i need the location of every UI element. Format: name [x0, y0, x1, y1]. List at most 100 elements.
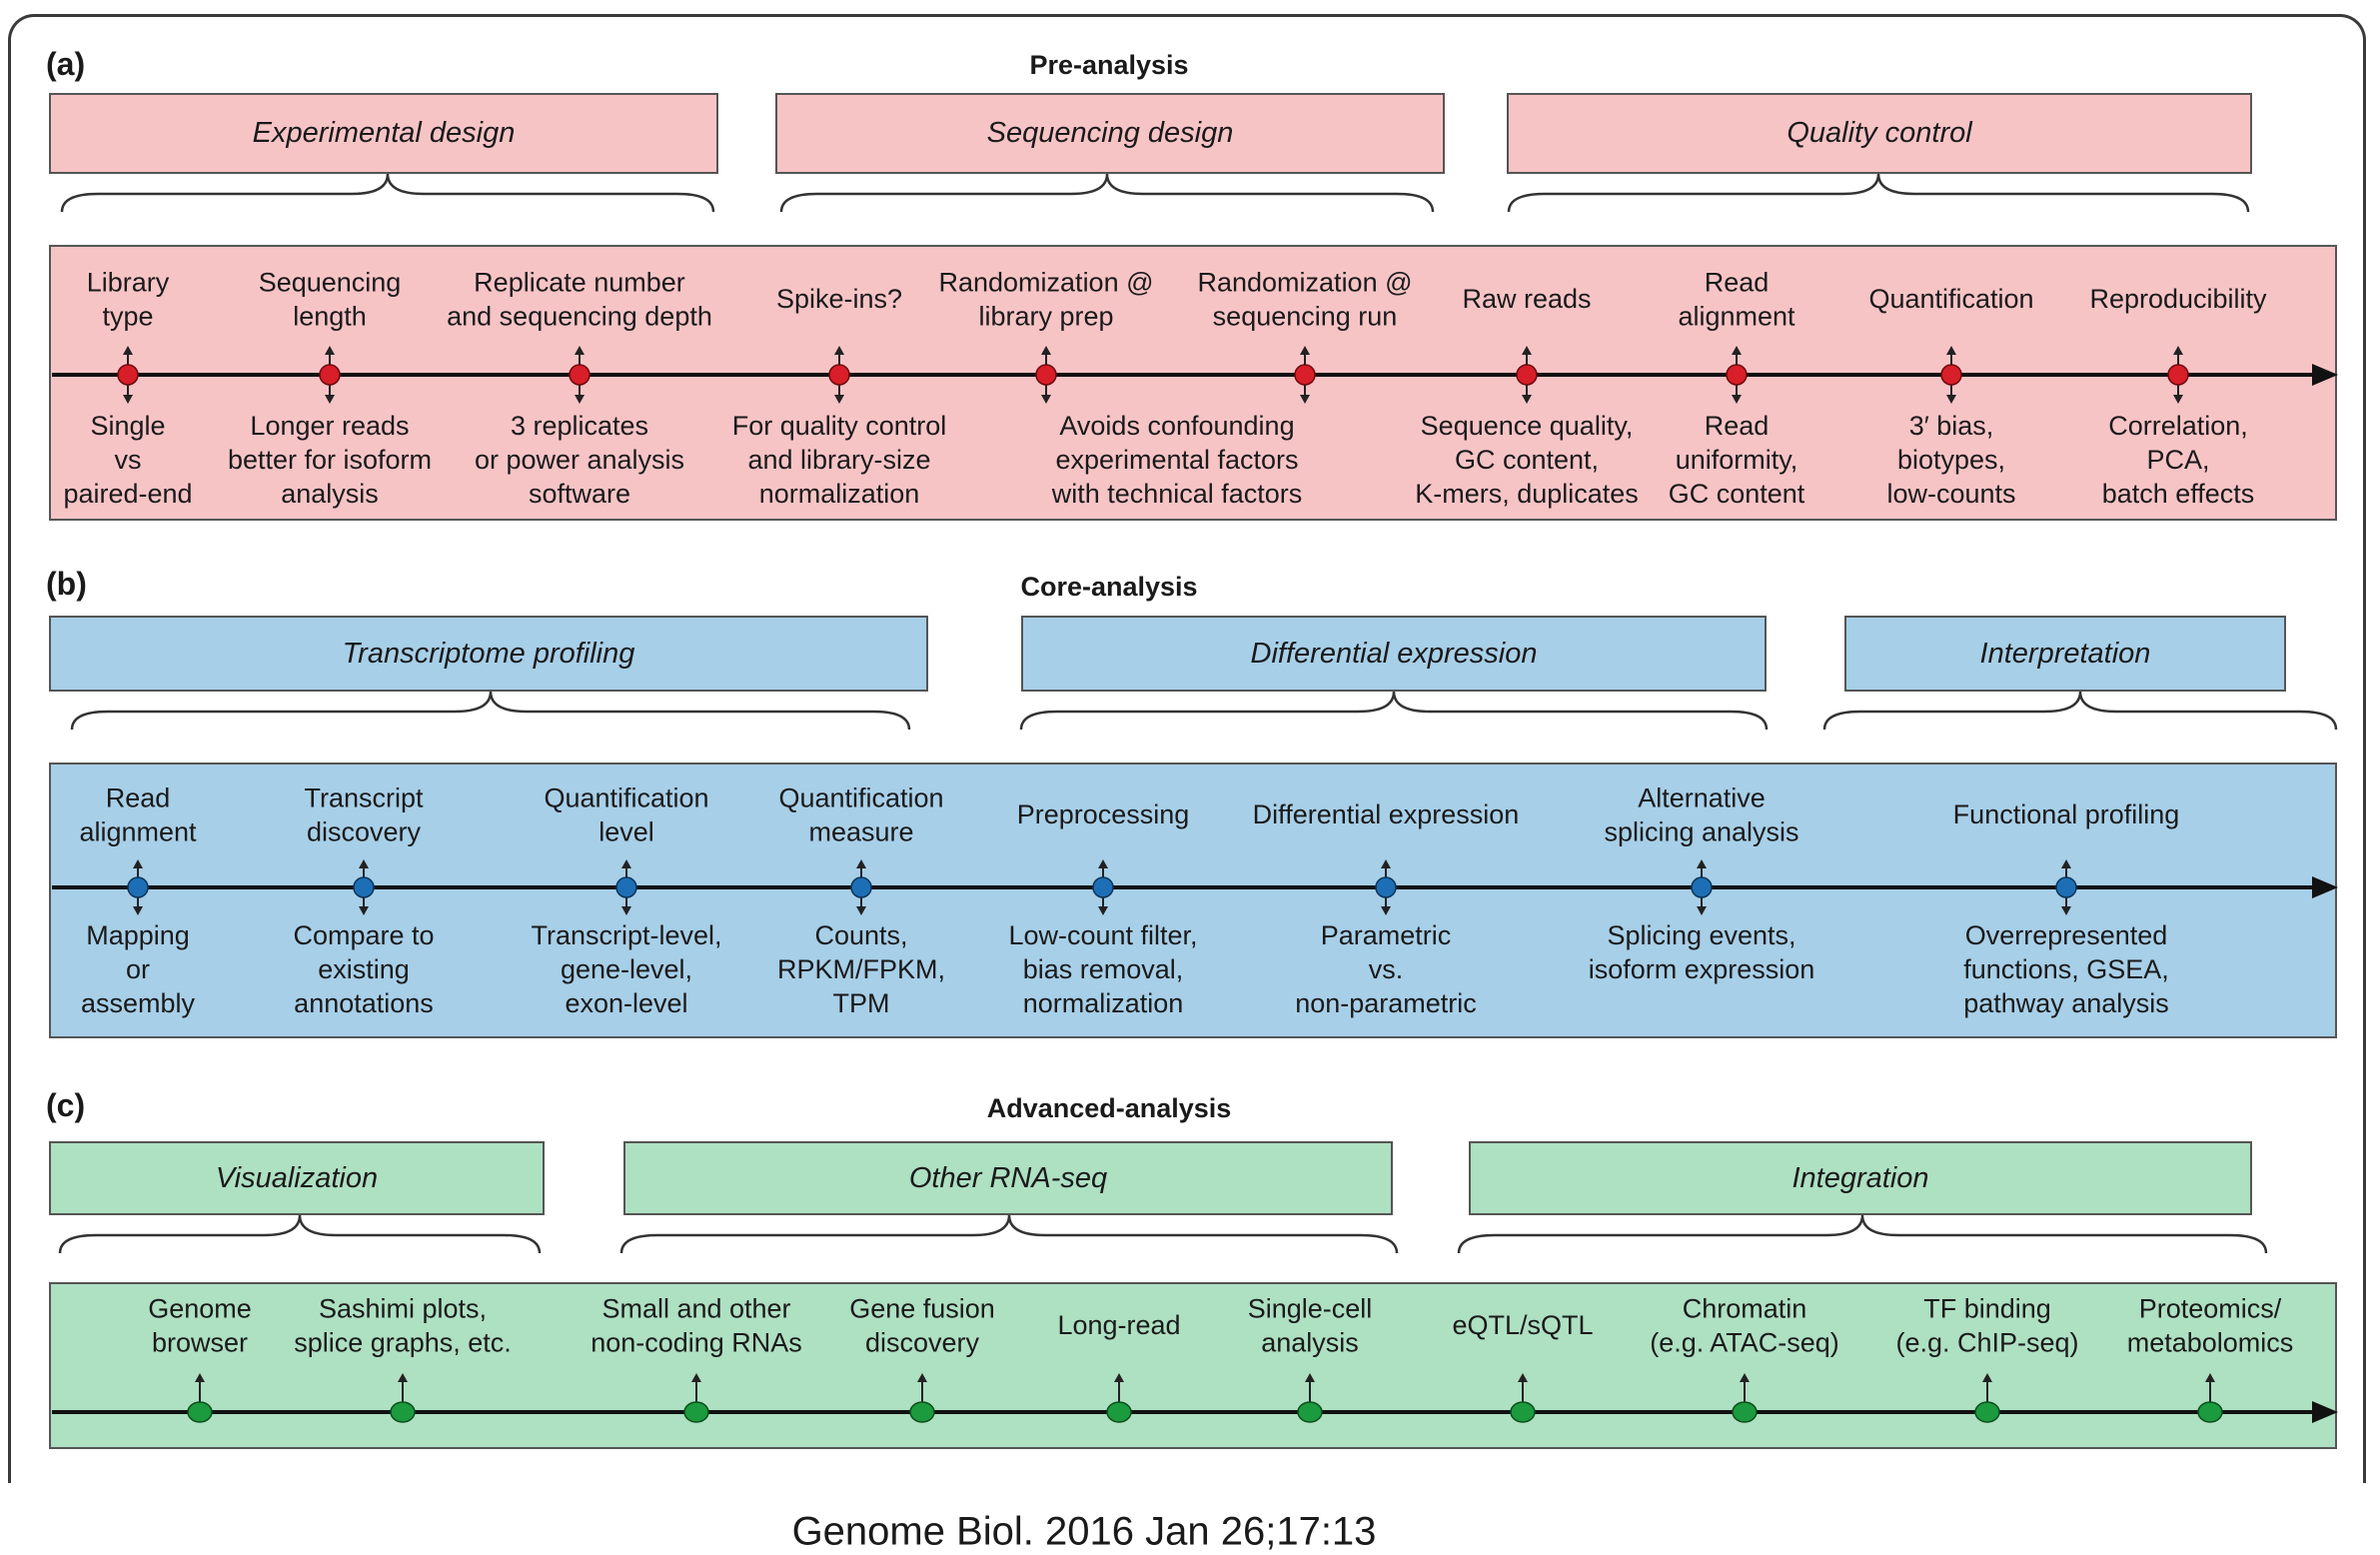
panel-a-step-3-label: Spike-ins? [775, 284, 903, 315]
panel-c-step-9-up-arrow-head [2205, 1373, 2215, 1382]
panel-a-step-9-down-arrow-head [2173, 395, 2183, 404]
panel-b-step-5-detail: Parametric vs. non-parametric [1295, 920, 1477, 1018]
panel-b-step-3-down-arrow-head [856, 906, 866, 915]
panel-c-axis-arrowhead [2312, 1401, 2338, 1423]
panel-c-step-8-dot [1974, 1401, 2000, 1423]
panel-b-step-4-down-arrow-head [1098, 906, 1108, 915]
panel-c-step-0-dot [187, 1401, 213, 1423]
panel-b-step-6-down-arrow-head [1697, 906, 1707, 915]
panel-a-title: Pre-analysis [1029, 50, 1189, 80]
panel-b-step-4-label: Preprocessing [1016, 799, 1190, 830]
panel-b-step-5-dot [1375, 876, 1397, 898]
panel-a-step-6-label: Raw reads [1462, 284, 1592, 315]
panel-a-step-7-down-arrow-head [1732, 395, 1742, 404]
panel-c-step-6-up-arrow-head [1518, 1373, 1528, 1382]
panel-c-step-2-label: Small and other non-coding RNAs [591, 1293, 802, 1357]
panel-c-step-4-dot [1106, 1401, 1132, 1423]
panel-c-step-2-up-arrow-head [691, 1373, 701, 1382]
category-differential-expression: Differential expression [1021, 616, 1767, 692]
panel-c-step-7-label: Chromatin (e.g. ATAC-seq) [1650, 1293, 1839, 1357]
panel-a-step-1-detail: Longer reads better for isoform analysis [227, 411, 433, 509]
panel-b-step-7-label: Functional profiling [1952, 799, 2180, 830]
panel-b-step-2-down-arrow-head [621, 906, 631, 915]
panel-b-step-7-up-arrow-head [2061, 859, 2071, 868]
panel-b-step-6-up-arrow-head [1697, 859, 1707, 868]
panel-b-step-7-detail: Overrepresented functions, GSEA, pathway… [1963, 920, 2169, 1018]
panel-c-step-8-label: TF binding (e.g. ChIP-seq) [1895, 1293, 2079, 1357]
panel-b-step-3-detail: Counts, RPKM/FPKM, TPM [776, 920, 946, 1018]
panel-b-step-3-label: Quantification measure [778, 782, 944, 846]
panel-a-step-1-label: Sequencing length [258, 267, 402, 331]
panel-c-letter: (c) [46, 1087, 86, 1123]
panel-a-step-9-up-arrow-head [2173, 346, 2183, 355]
panel-c-step-1-dot [390, 1401, 416, 1423]
panel-b-step-2-label: Quantification level [544, 782, 709, 846]
panel-b-step-1-up-arrow-head [359, 859, 369, 868]
panel-a-step-6-down-arrow-head [1522, 395, 1532, 404]
panel-b-step-2-dot [615, 876, 637, 898]
panel-a-step-6-detail: Sequence quality, GC content, K-mers, du… [1415, 411, 1639, 509]
panel-c-step-2-dot [683, 1401, 709, 1423]
panel-c-step-7-up-arrow-head [1740, 1373, 1750, 1382]
panel-c-step-8-up-arrow-head [1982, 1373, 1992, 1382]
brace-sequencing-design [779, 173, 1435, 213]
panel-c-step-9-label: Proteomics/ metabolomics [2126, 1293, 2294, 1357]
panel-a-step-0-detail: Single vs paired-end [63, 411, 193, 509]
category-integration: Integration [1469, 1141, 2252, 1215]
brace-integration [1457, 1214, 2268, 1254]
figure-frame [8, 14, 2366, 1483]
panel-a-step-8-detail: 3′ bias, biotypes, low-counts [1886, 411, 2016, 509]
panel-b-step-4-up-arrow-head [1098, 859, 1108, 868]
panel-c-step-4-up-arrow-head [1114, 1373, 1124, 1382]
panel-a-step-0-down-arrow-head [123, 395, 133, 404]
panel-c-step-6-dot [1510, 1401, 1536, 1423]
panel-a-step-1-dot [319, 364, 341, 386]
category-transcriptome-profiling: Transcriptome profiling [49, 616, 928, 692]
panel-b-step-5-up-arrow-head [1381, 859, 1391, 868]
panel-c-step-1-label: Sashimi plots, splice graphs, etc. [294, 1293, 512, 1357]
panel-a-step-9-label: Reproducibility [2089, 284, 2267, 315]
panel-a-step-2-detail: 3 replicates or power analysis software [474, 411, 685, 509]
panel-c-step-3-up-arrow-head [917, 1373, 927, 1382]
panel-a-step-4-dot [1035, 364, 1057, 386]
panel-a-step-4-label: Randomization @ library prep [938, 267, 1154, 331]
panel-b-letter: (b) [46, 566, 87, 602]
panel-a-step-2-label: Replicate number and sequencing depth [447, 267, 712, 331]
panel-c-timeline-band [49, 1282, 2337, 1449]
panel-a-step-8-dot [1940, 364, 1962, 386]
panel-a-step-1-down-arrow-head [325, 395, 335, 404]
panel-a-step-6-dot [1516, 364, 1538, 386]
panel-a-step-5-down-arrow-head [1300, 395, 1310, 404]
panel-c-step-7-dot [1732, 1401, 1758, 1423]
panel-c-title: Advanced-analysis [986, 1093, 1232, 1123]
panel-c-step-3-label: Gene fusion discovery [849, 1293, 995, 1357]
brace-quality-control [1507, 173, 2250, 213]
panel-b-step-0-label: Read alignment [79, 782, 197, 846]
panel-b-step-4-dot [1092, 876, 1114, 898]
category-experimental-design: Experimental design [49, 93, 718, 174]
panel-b-step-0-dot [127, 876, 149, 898]
panel-c-step-5-up-arrow-head [1305, 1373, 1315, 1382]
panel-a-step-2-down-arrow-head [575, 395, 585, 404]
category-quality-control: Quality control [1507, 93, 2252, 174]
panel-c-step-3-dot [909, 1401, 935, 1423]
category-other-rna-seq: Other RNA-seq [623, 1141, 1393, 1215]
panel-a-step-4-down-arrow-head [1041, 395, 1051, 404]
panel-b-step-1-label: Transcript discovery [304, 782, 424, 846]
panel-a-step-3-detail: For quality control and library-size nor… [731, 411, 947, 509]
panel-a-step-5-label: Randomization @ sequencing run [1197, 267, 1413, 331]
category-sequencing-design: Sequencing design [775, 93, 1445, 174]
panel-a-step-3-dot [828, 364, 850, 386]
panel-c-step-5-dot [1297, 1401, 1323, 1423]
panel-a-step-0-up-arrow-head [123, 346, 133, 355]
panel-c-step-0-up-arrow-head [195, 1373, 205, 1382]
citation: Genome Biol. 2016 Jan 26;17:13 [791, 1509, 1377, 1554]
panel-a-step-8-up-arrow-head [1946, 346, 1956, 355]
panel-a-step-0-label: Library type [86, 267, 170, 331]
panel-c-step-0-label: Genome browser [148, 1293, 252, 1357]
panel-b-step-5-down-arrow-head [1381, 906, 1391, 915]
panel-a-letter: (a) [46, 46, 86, 82]
panel-a-step-3-down-arrow-head [834, 395, 844, 404]
brace-visualization [58, 1214, 542, 1254]
panel-b-step-1-dot [353, 876, 375, 898]
